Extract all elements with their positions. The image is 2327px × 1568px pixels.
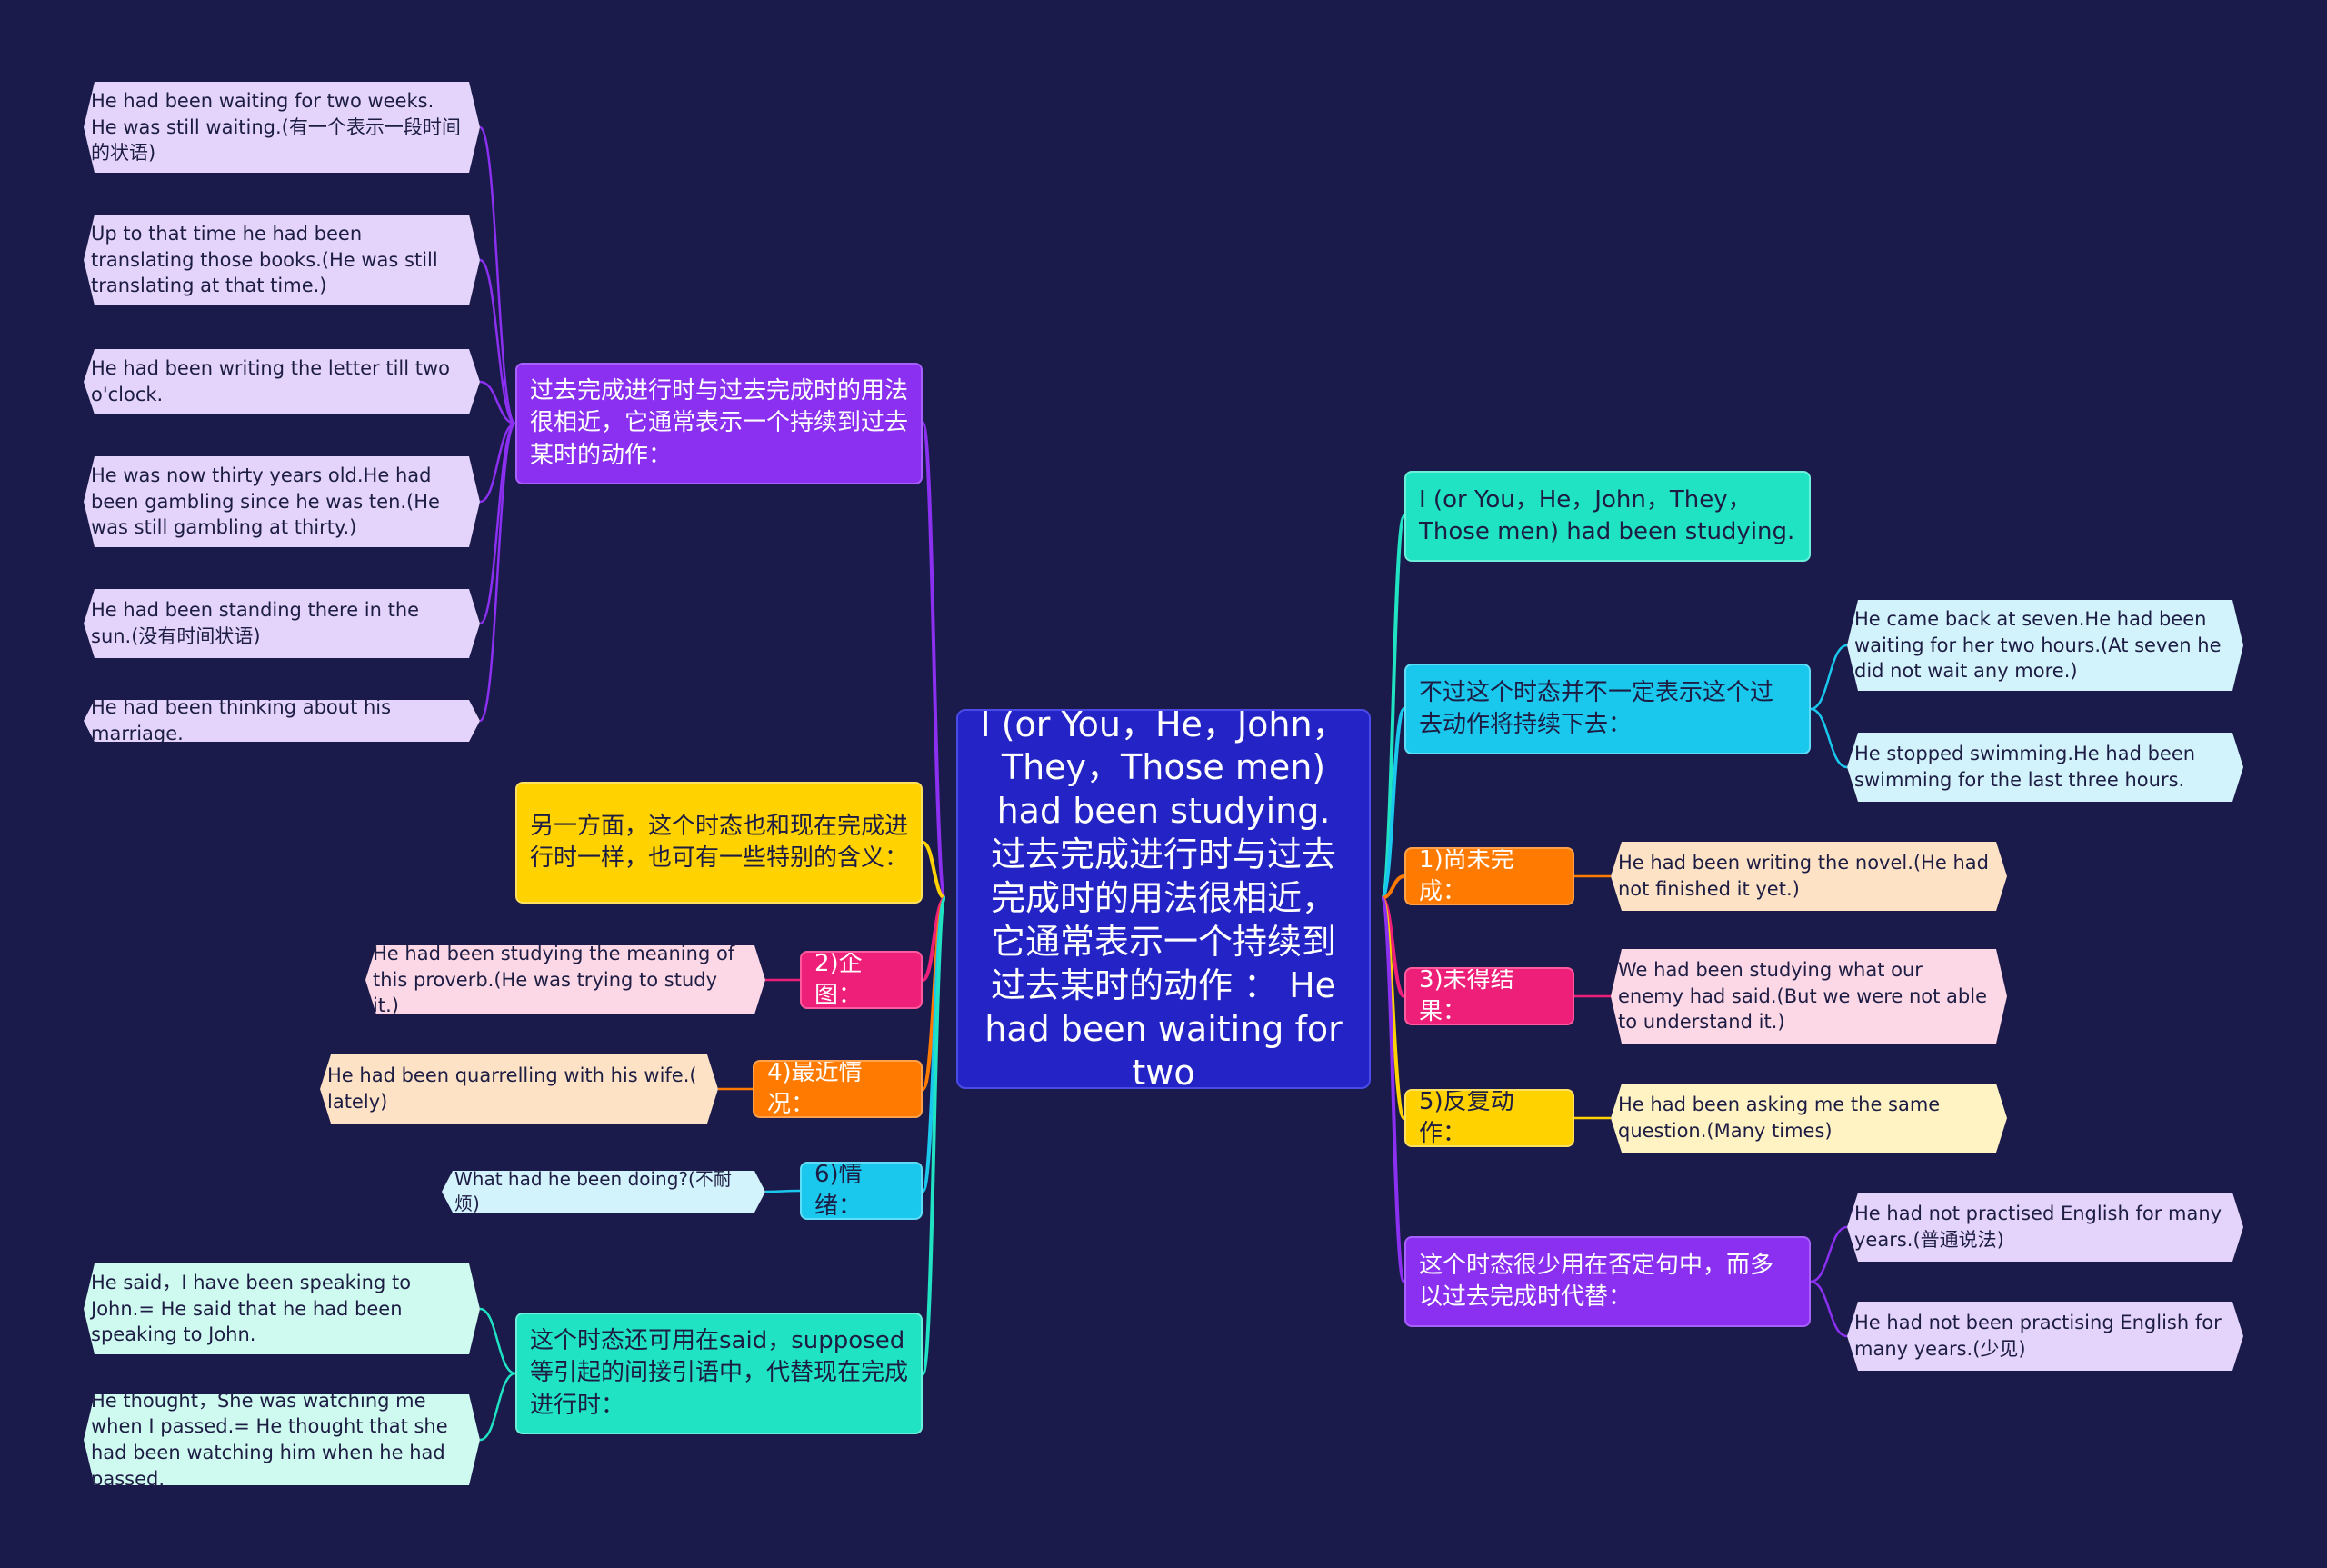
right-branch-4[interactable]: 3)未得结果： bbox=[1404, 967, 1574, 1025]
leaf-node[interactable]: He had been quarrelling with his wife.( … bbox=[320, 1054, 718, 1124]
connector bbox=[1380, 896, 1406, 1283]
leaf-node[interactable]: He came back at seven.He had been waitin… bbox=[1847, 600, 2243, 691]
connector bbox=[478, 125, 517, 425]
right-branch-2[interactable]: 不过这个时态并不一定表示这个过去动作将持续下去： bbox=[1404, 664, 1811, 754]
right-branch-5[interactable]: 5)反复动作： bbox=[1404, 1089, 1574, 1147]
leaf-node[interactable]: He had been writing the letter till two … bbox=[84, 349, 480, 414]
connector bbox=[921, 422, 947, 900]
connector bbox=[479, 1372, 516, 1442]
leaf-node[interactable]: He had been asking me the same question.… bbox=[1611, 1084, 2007, 1153]
connector bbox=[479, 422, 516, 625]
connector bbox=[1810, 644, 1848, 711]
right-branch-1[interactable]: I (or You，He，John，They，Those men) had be… bbox=[1404, 471, 1811, 562]
left-branch-4[interactable]: 4)最近情况： bbox=[753, 1060, 923, 1118]
connector bbox=[1380, 514, 1406, 900]
connector bbox=[1810, 707, 1848, 769]
connector bbox=[1380, 707, 1406, 900]
connector bbox=[764, 1189, 801, 1193]
connector bbox=[1810, 1280, 1848, 1338]
left-branch-3[interactable]: 2)企图： bbox=[800, 951, 923, 1009]
right-branch-3[interactable]: 1)尚未完成： bbox=[1404, 847, 1574, 905]
connector bbox=[479, 1307, 516, 1375]
leaf-node[interactable]: He thought，She was watching me when I pa… bbox=[84, 1394, 480, 1485]
leaf-node[interactable]: He had not been practising English for m… bbox=[1847, 1302, 2243, 1371]
connector bbox=[478, 422, 517, 723]
branch-text: 过去完成进行时与过去完成时的用法很相近，它通常表示一个持续到过去某时的动作： bbox=[530, 376, 909, 469]
leaf-node[interactable]: He had been standing there in the sun.(没… bbox=[84, 589, 480, 658]
leaf-node[interactable]: Up to that time he had been translating … bbox=[84, 215, 480, 305]
right-branch-6[interactable]: 这个时态很少用在否定句中，而多以过去完成时代替： bbox=[1404, 1236, 1811, 1327]
connector bbox=[921, 896, 947, 1375]
leaf-node[interactable]: He was now thirty years old.He had been … bbox=[84, 456, 480, 547]
connector bbox=[479, 422, 516, 504]
leaf-node[interactable]: He had been waiting for two weeks. He wa… bbox=[84, 82, 480, 173]
left-branch-5[interactable]: 6)情绪： bbox=[800, 1162, 923, 1220]
leaf-node[interactable]: He said，I have been speaking to John.= H… bbox=[84, 1263, 480, 1354]
leaf-node[interactable]: What had he been doing?(不耐烦) bbox=[442, 1171, 765, 1213]
connector bbox=[479, 380, 516, 425]
connector bbox=[922, 841, 946, 900]
leaf-node[interactable]: He had been thinking about his marriage. bbox=[84, 700, 480, 742]
leaf-node[interactable]: We had been studying what our enemy had … bbox=[1611, 949, 2007, 1044]
root-topic[interactable]: I (or You，He，John，They，Those men) had be… bbox=[956, 709, 1371, 1089]
leaf-node[interactable]: He stopped swimming.He had been swimming… bbox=[1847, 733, 2243, 802]
leaf-node[interactable]: He had been writing the novel.(He had no… bbox=[1611, 842, 2007, 911]
connector bbox=[1810, 1225, 1848, 1283]
root-text: I (or You，He，John，They，Those men) had be… bbox=[980, 709, 1347, 1089]
left-branch-2[interactable]: 另一方面，这个时态也和现在完成进行时一样，也可有一些特别的含义： bbox=[515, 782, 923, 904]
leaf-node[interactable]: He had not practised English for many ye… bbox=[1847, 1193, 2243, 1262]
connector bbox=[479, 258, 516, 425]
left-branch-1[interactable]: 过去完成进行时与过去完成时的用法很相近，它通常表示一个持续到过去某时的动作： bbox=[515, 363, 923, 484]
leaf-node[interactable]: He had been studying the meaning of this… bbox=[365, 945, 765, 1014]
left-branch-6[interactable]: 这个时态还可用在said，supposed等引起的间接引语中，代替现在完成进行时… bbox=[515, 1313, 923, 1434]
